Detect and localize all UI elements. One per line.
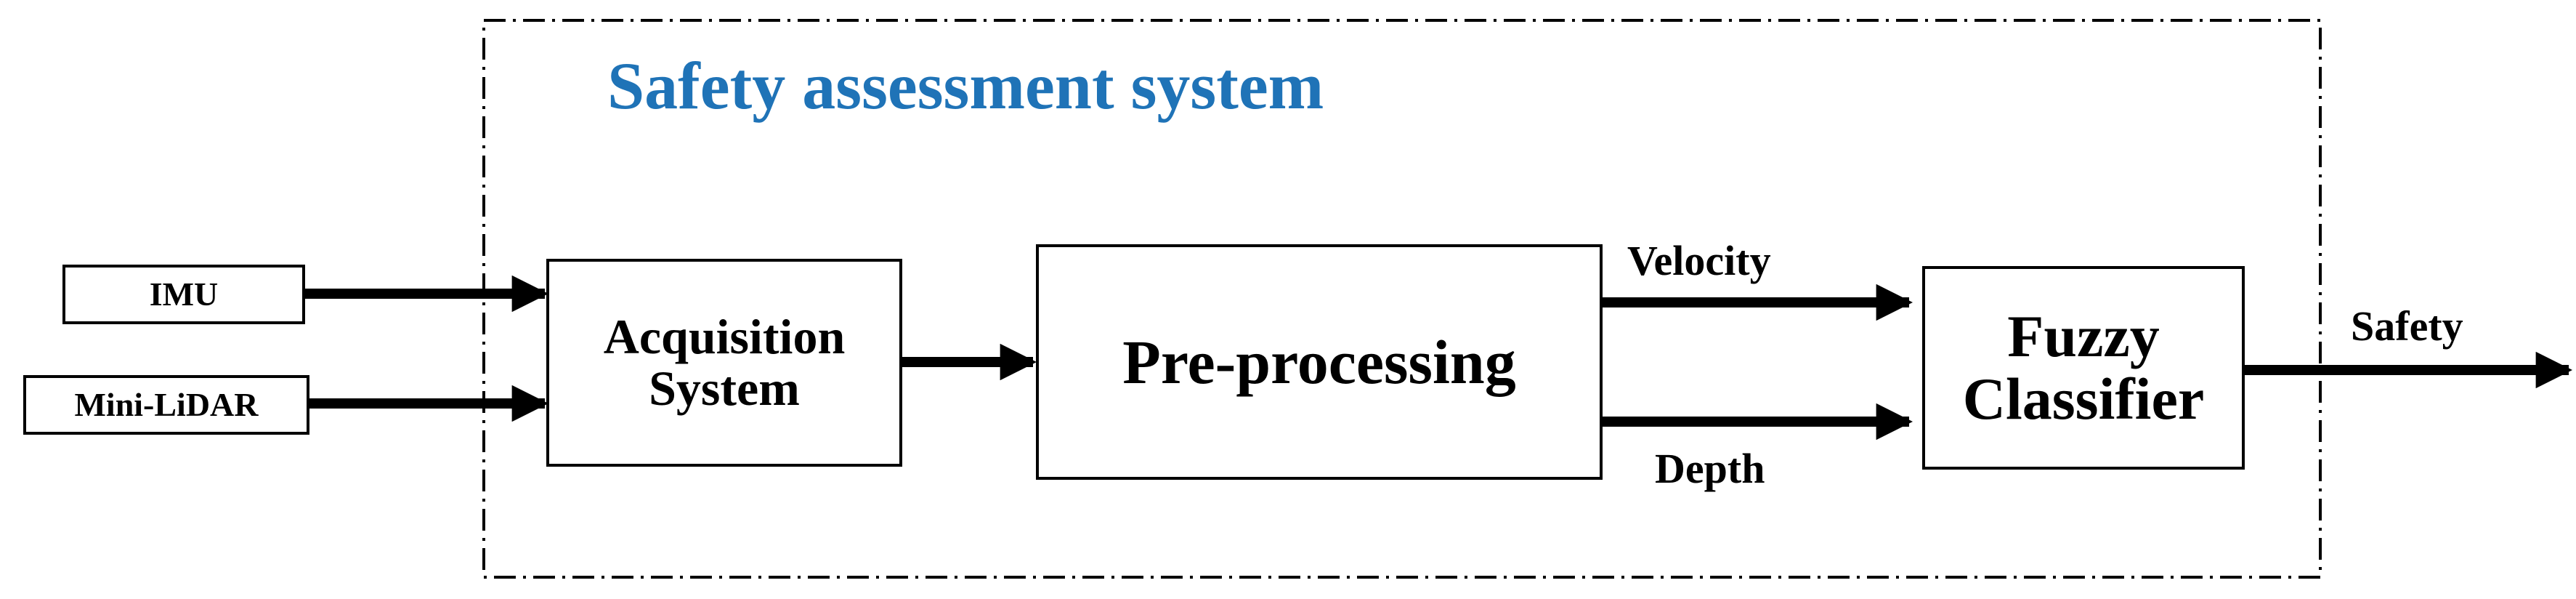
imu-input-box: IMU — [62, 265, 305, 324]
fuzzy-label-line1: Fuzzy — [2007, 302, 2160, 369]
preprocessing-label: Pre-processing — [1122, 326, 1516, 397]
fuzzy-classifier-block: Fuzzy Classifier — [1922, 266, 2245, 470]
acquisition-system-block: Acquisition System — [546, 259, 902, 467]
acquisition-label-line2: System — [649, 361, 800, 416]
system-title: Safety assessment system — [607, 49, 1324, 123]
safety-label: Safety — [2351, 302, 2463, 350]
velocity-label: Velocity — [1627, 237, 1771, 284]
acquisition-label-line1: Acquisition — [603, 308, 846, 364]
system-boundary — [482, 19, 2322, 579]
lidar-input-box: Mini-LiDAR — [23, 375, 309, 435]
depth-label: Depth — [1655, 445, 1765, 492]
preprocessing-block: Pre-processing — [1036, 244, 1603, 480]
fuzzy-label-line2: Classifier — [1962, 366, 2205, 432]
lidar-label: Mini-LiDAR — [74, 385, 259, 423]
imu-label: IMU — [149, 275, 219, 313]
